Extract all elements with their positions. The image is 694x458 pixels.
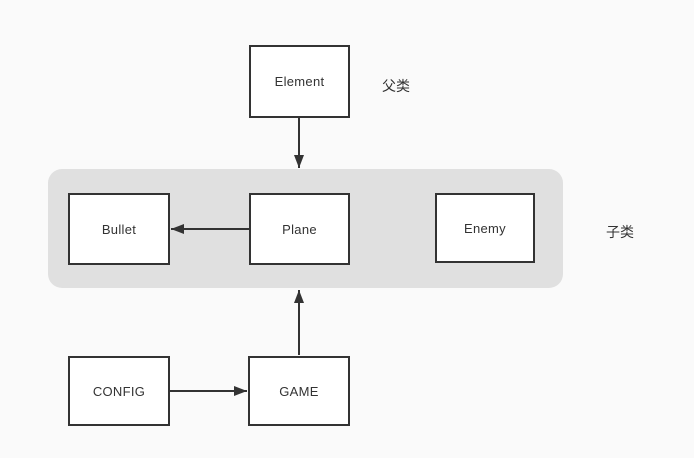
child-class-label: 子类 <box>606 224 634 240</box>
node-element-label: Element <box>274 74 325 89</box>
node-element: Element <box>249 45 350 118</box>
node-game: GAME <box>248 356 350 426</box>
node-config-label: CONFIG <box>92 383 146 399</box>
node-bullet: Bullet <box>68 193 170 265</box>
node-enemy: Enemy <box>435 193 535 263</box>
node-enemy-label: Enemy <box>464 220 506 236</box>
node-bullet-label: Bullet <box>101 221 137 237</box>
node-plane: Plane <box>249 193 350 265</box>
node-plane-label: Plane <box>282 221 317 237</box>
node-game-label: GAME <box>279 383 319 399</box>
node-config: CONFIG <box>68 356 170 426</box>
parent-class-label: 父类 <box>382 78 410 94</box>
